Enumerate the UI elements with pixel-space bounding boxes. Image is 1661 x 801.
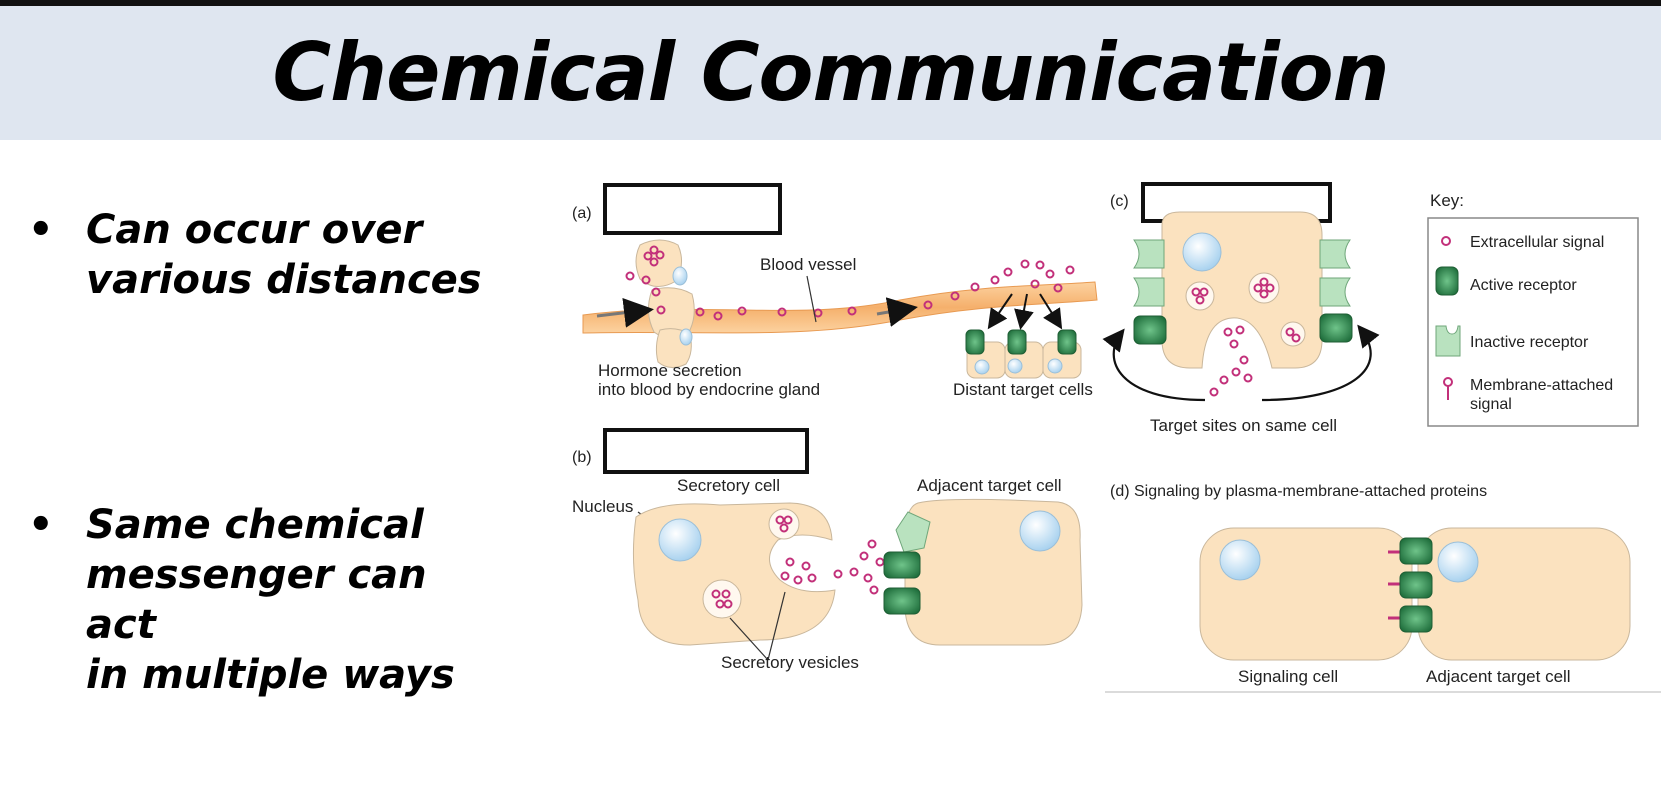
vesicles-label: Secretory vesicles bbox=[721, 653, 859, 672]
active-receptor bbox=[1399, 571, 1433, 599]
key-box bbox=[1427, 217, 1639, 427]
active-receptor bbox=[1007, 329, 1027, 355]
active-receptor bbox=[883, 551, 921, 579]
title-band: Chemical Communication bbox=[0, 6, 1661, 140]
key: Key: Extracellular signal Active recepto… bbox=[1427, 191, 1639, 427]
top-border bbox=[0, 0, 1661, 6]
key-item: signal bbox=[1470, 396, 1512, 413]
inactive-receptor bbox=[895, 511, 931, 553]
panel-a-blank-box bbox=[603, 183, 782, 235]
key-active-icon bbox=[1435, 266, 1459, 296]
nucleus-label: Nucleus bbox=[572, 497, 633, 516]
target-arrow bbox=[987, 293, 1013, 330]
panel-a-letter: (a) bbox=[572, 205, 592, 222]
panel-a: (a) Blood vessel bbox=[572, 183, 1098, 399]
target-sites-label: Target sites on same cell bbox=[1150, 416, 1337, 435]
bullet-symbol: • bbox=[28, 207, 54, 253]
panel-b-blank-box bbox=[603, 428, 809, 474]
gland-label-line1: Hormone secretion bbox=[598, 361, 742, 380]
active-receptor bbox=[883, 587, 921, 615]
signaling-cell-label: Signaling cell bbox=[1238, 667, 1338, 686]
target-nucleus bbox=[1047, 358, 1063, 374]
panel-c: (c) Target sites on same cell bbox=[1102, 182, 1380, 435]
adjacent-target-label: Adjacent target cell bbox=[1426, 667, 1571, 686]
cell-nucleus bbox=[1019, 510, 1061, 552]
vessel-label: Blood vessel bbox=[760, 255, 856, 274]
target-nucleus bbox=[1007, 358, 1023, 374]
secretion-pocket bbox=[769, 534, 836, 593]
active-receptor bbox=[1399, 605, 1433, 633]
active-receptor bbox=[1319, 313, 1353, 343]
inactive-receptor bbox=[1319, 239, 1351, 269]
autocrine-arrow bbox=[1261, 324, 1380, 402]
secretory-cell-label: Secretory cell bbox=[677, 476, 780, 495]
target-nucleus bbox=[974, 359, 990, 375]
inactive-receptor bbox=[1319, 277, 1351, 307]
panel-b-letter: (b) bbox=[572, 449, 592, 466]
panel-b: (b) Secretory cell Adjacent target cell … bbox=[572, 428, 1083, 672]
key-signal-icon bbox=[1441, 236, 1451, 246]
panel-d: (d) Signaling by plasma-membrane-attache… bbox=[1105, 483, 1661, 693]
key-item: Membrane-attached bbox=[1470, 377, 1613, 394]
flow-arrow bbox=[876, 297, 918, 327]
gland-label-line2: into blood by endocrine gland bbox=[598, 380, 820, 399]
vessel-leader bbox=[806, 275, 817, 323]
blood-vessel bbox=[582, 281, 1098, 334]
target-arrow bbox=[1014, 293, 1034, 330]
gland-nucleus bbox=[672, 266, 688, 286]
cell-nucleus bbox=[1437, 541, 1479, 583]
gland-nucleus bbox=[679, 328, 693, 346]
key-item: Inactive receptor bbox=[1470, 334, 1589, 351]
inactive-receptor bbox=[1133, 277, 1165, 307]
cell-nucleus bbox=[658, 518, 702, 562]
bullet-text: Can occur over various distances bbox=[86, 207, 482, 303]
vesicle bbox=[702, 579, 742, 619]
adjacent-label: Adjacent target cell bbox=[917, 476, 1062, 495]
inactive-receptor bbox=[1133, 239, 1165, 269]
target-arrow bbox=[1039, 293, 1063, 330]
key-title: Key: bbox=[1430, 191, 1464, 210]
gland-signals bbox=[625, 245, 1075, 321]
active-receptor bbox=[1399, 537, 1433, 565]
active-receptor bbox=[965, 329, 985, 355]
key-inactive-icon bbox=[1435, 325, 1461, 357]
bullet-symbol: • bbox=[28, 502, 54, 548]
vesicle-signals bbox=[1191, 277, 1301, 397]
panel-d-title: (d) Signaling by plasma-membrane-attache… bbox=[1110, 483, 1487, 500]
bullet-text: Same chemical messenger can act in multi… bbox=[86, 502, 455, 698]
slide-title: Chemical Communication bbox=[272, 26, 1389, 119]
active-receptor bbox=[1133, 315, 1167, 345]
active-receptor bbox=[1057, 329, 1077, 355]
cell-nucleus bbox=[1219, 539, 1261, 581]
target-label: Distant target cells bbox=[953, 380, 1093, 399]
paracrine-signals bbox=[711, 515, 885, 609]
flow-arrow bbox=[596, 297, 654, 328]
key-item: Active receptor bbox=[1470, 277, 1577, 294]
autocrine-arrow bbox=[1102, 328, 1206, 402]
key-item: Extracellular signal bbox=[1470, 234, 1604, 251]
vesicle bbox=[1248, 272, 1280, 304]
panel-c-letter: (c) bbox=[1110, 193, 1129, 210]
cell-nucleus bbox=[1182, 232, 1222, 272]
vesicle-leader bbox=[767, 591, 786, 661]
vesicle-leader bbox=[729, 617, 769, 661]
